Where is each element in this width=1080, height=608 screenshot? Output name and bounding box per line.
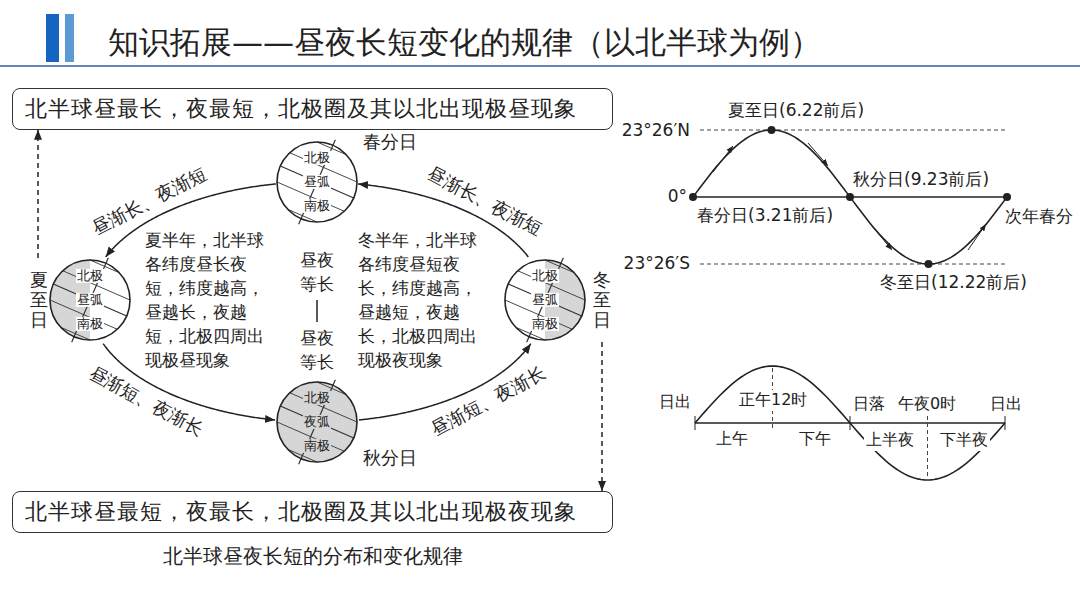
pole-label: 北极 [303,151,331,165]
point-dot [1003,193,1011,201]
pole-label: 南极 [303,439,331,453]
latitude-line [280,406,353,438]
direction-arrow [808,143,828,166]
pole-label: 北极 [76,269,104,283]
arc-label: 昼弧 [303,175,331,189]
axis-label: 0° [655,186,687,206]
caption-text: 北半球昼夜长短的分布和变化规律 [12,543,613,570]
date-heading: 夏至日 [30,270,48,329]
separator-line [316,300,318,322]
pole-label: 北极 [531,269,559,283]
arc-label: 昼弧 [531,293,559,307]
pole-label: 南极 [303,199,331,213]
globe-outline [50,260,130,340]
date-heading: 冬至日 [593,270,611,329]
title-bar [46,14,59,62]
earth-axis [72,258,109,342]
chart-group [689,126,1011,480]
title-underline [0,65,1080,67]
latitude-line [700,130,1005,131]
point-dot [846,193,854,201]
earth-globe: 秋分日北极夜弧南极 [277,382,357,462]
globe-day [277,142,357,222]
note-text: 昼夜等长 [300,248,334,296]
globe-night [277,382,357,462]
arc-label: 夜弧 [303,415,331,429]
globe-outline [277,382,357,462]
pole-label: 南极 [531,317,559,331]
globe-lines [262,124,372,240]
title-text: 知识拓展——昼夜长短变化的规律（以北半球为例） [108,22,821,64]
pole-label: 南极 [76,317,104,331]
axis-label: 秋分日(9.23前后) [853,168,989,191]
latitude-line [700,264,1005,265]
axis-label: 23°26′S [614,253,690,273]
earth-globe: 冬至日 北极昼弧南极 [505,258,611,342]
axis-label: 夏至日(6.22前后) [728,99,864,122]
statement-text: 北半球昼最长，夜最短，北极圈及其以北出现极昼现象 [25,94,600,124]
latitude-line [280,166,353,198]
globe-lines [490,242,600,358]
note-text: 夏半年，北半球各纬度昼长夜短，纬度越高，昼越长，夜越短，北极四周出现极昼现象 [145,228,275,372]
date-heading: 春分日 [363,130,417,154]
statement-box: 北半球昼最短，夜最长，北极圈及其以北出现极夜现象 [12,491,613,533]
note-text: 昼夜等长 [300,326,334,374]
earth-axis [299,380,336,464]
sun-path-curve [693,130,1007,264]
axis-label: 正午12时 [737,390,809,411]
globe-day [50,260,130,340]
point-dot [689,193,697,201]
axis-label: 冬至日(12.22前后) [880,271,1027,294]
point-dot [768,126,776,134]
axis-label: 下半夜 [938,430,990,451]
globe-day [505,260,585,340]
axis-label: 午夜0时 [898,394,956,415]
globe-lines [35,242,145,358]
statement-text: 北半球昼最短，夜最长，北极圈及其以北出现极夜现象 [25,497,600,527]
globe-outline [505,260,585,340]
date-heading: 秋分日 [363,446,417,470]
axis-label: 日出 [659,392,691,413]
note-text: 冬半年，北半球各纬度昼短夜长，纬度越高，昼越短，夜越长，北极四周出现极夜现象 [358,228,488,372]
globe-lines [262,364,372,480]
earth-globe: 夏至日 北极昼弧南极 [28,258,132,342]
axis-label: 日出 [990,394,1022,415]
point-dot [925,260,933,268]
earth-axis [299,140,336,224]
globe-day [277,382,357,462]
midnight-line [927,416,928,478]
globe-outline [277,142,357,222]
axis-label: 上半夜 [864,430,916,451]
arc-label: 昼弧 [76,293,104,307]
axis-label: 日落 [853,394,885,415]
axis-label: 23°26′N [614,120,690,140]
connector-arrow [37,130,39,258]
earth-globe: 春分日北极昼弧南极 [277,142,357,222]
latitude-line [508,284,581,316]
axis-label: 春分日(3.21前后) [697,204,833,227]
axis-label: 上午 [716,429,748,450]
pole-label: 北极 [303,391,331,405]
axis-label: 次年春分 [1005,205,1073,228]
axis-label: 下午 [799,429,831,450]
day-curve [695,366,1005,480]
latitude-line [53,284,126,316]
connector-group [38,130,602,491]
title-bar [65,14,74,62]
statement-box: 北半球昼最长，夜最短，北极圈及其以北出现极昼现象 [12,88,613,130]
connector-arrow [601,342,603,491]
earth-axis [527,258,564,342]
